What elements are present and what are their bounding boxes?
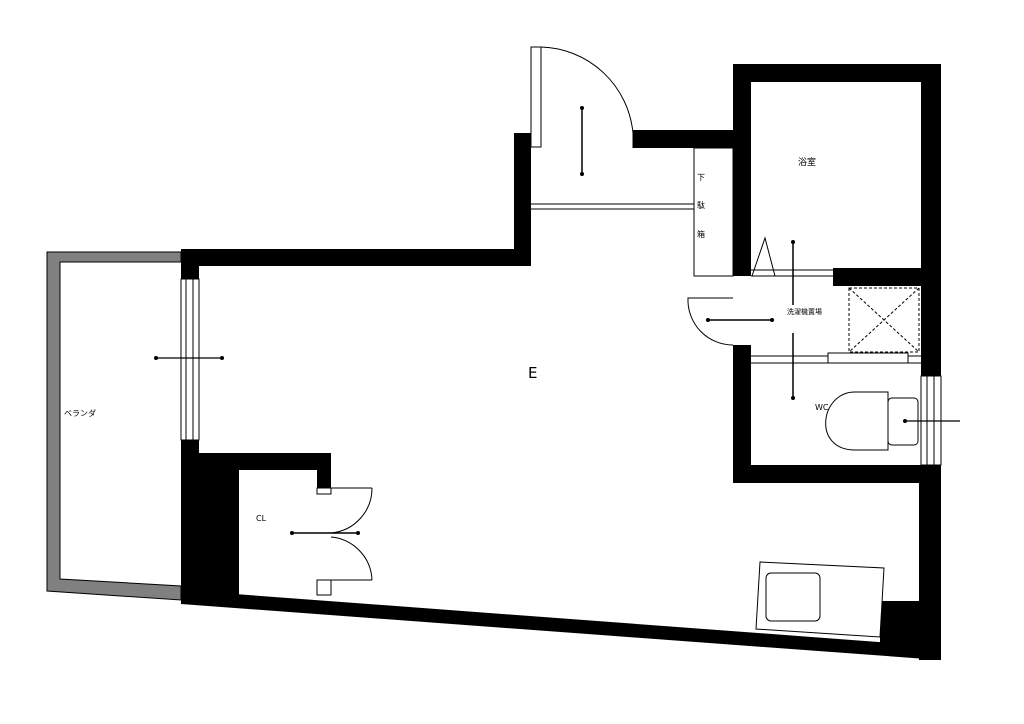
shoe-box-label-2: 駄 bbox=[697, 200, 705, 210]
kitchen-sink bbox=[755, 561, 885, 638]
toilet-room: WC bbox=[815, 375, 960, 466]
shoe-box-label-1: 下 bbox=[697, 173, 705, 182]
walls bbox=[181, 64, 941, 660]
laundry-label: 洗濯機置場 bbox=[787, 307, 822, 316]
bath-label: 浴室 bbox=[798, 156, 816, 168]
closet-label: CL bbox=[256, 514, 267, 523]
bathroom: 浴室 bbox=[798, 156, 816, 168]
shoe-box: 下 駄 箱 bbox=[693, 147, 734, 277]
balcony-railing bbox=[46, 251, 182, 601]
entrance-door bbox=[530, 46, 694, 210]
left-window bbox=[154, 278, 224, 441]
shoe-box-label-3: 箱 bbox=[697, 229, 705, 239]
balcony: ベランダ bbox=[46, 251, 182, 601]
closet: CL bbox=[256, 487, 373, 596]
toilet-bowl bbox=[825, 391, 889, 451]
laundry-area: 洗濯機置場 bbox=[687, 236, 921, 400]
balcony-label: ベランダ bbox=[64, 408, 96, 418]
toilet-label: WC bbox=[815, 403, 829, 412]
main-room-label: E bbox=[528, 364, 537, 382]
